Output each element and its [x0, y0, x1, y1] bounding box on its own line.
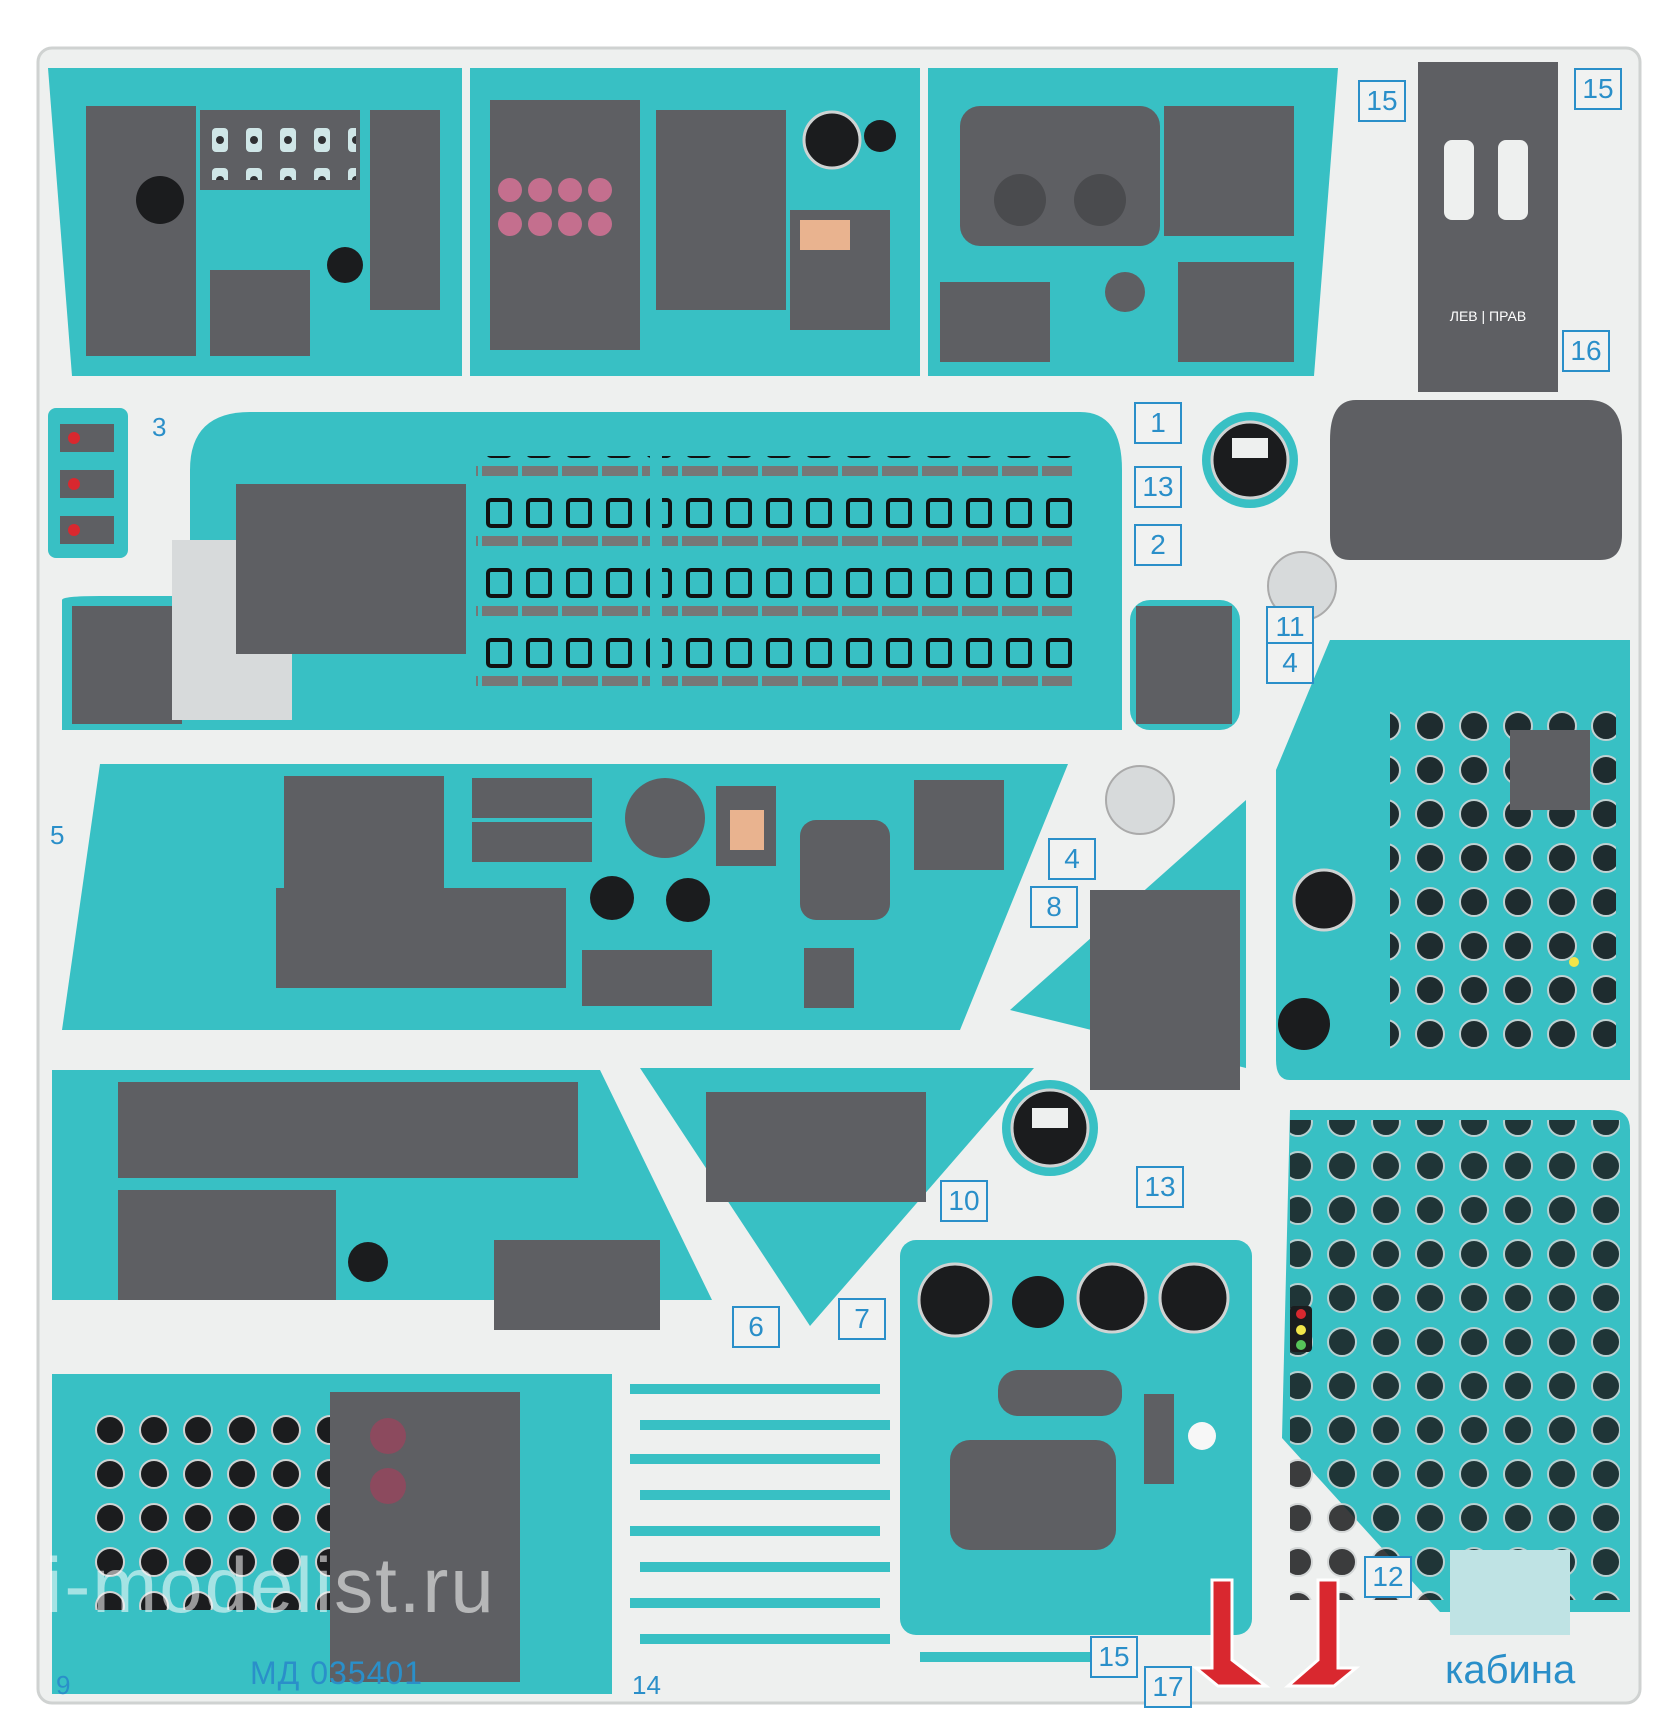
part-number-15b: 15 — [1574, 68, 1622, 110]
sheet-caption: кабина — [1445, 1648, 1576, 1692]
part-number-5: 5 — [50, 820, 65, 850]
color-swatch — [1450, 1550, 1570, 1635]
instrument-panel-right-upper — [1276, 640, 1630, 1080]
compass-10 — [1002, 1080, 1098, 1176]
panel-6-7 — [640, 1068, 1034, 1326]
part-number-4b: 4 — [1048, 838, 1096, 880]
red-parts — [1191, 1578, 1361, 1688]
part-number-15a: 15 — [1358, 80, 1406, 122]
top-panel-left — [48, 68, 462, 376]
top-panel-middle — [470, 68, 920, 376]
panel-5 — [62, 764, 1068, 1030]
placard-text: ЛЕВ | ПРАВ — [1449, 308, 1527, 324]
bezel-4b — [1105, 765, 1175, 835]
part-number-1: 1 — [1134, 402, 1182, 444]
part-number-16: 16 — [1562, 330, 1610, 372]
part-number-8: 8 — [1030, 886, 1078, 928]
part-number-6: 6 — [732, 1306, 780, 1348]
top-panel-right — [928, 68, 1338, 376]
part-number-3: 3 — [152, 412, 167, 442]
compass-1 — [1202, 412, 1298, 508]
part-number-7: 7 — [838, 1298, 886, 1340]
part-number-11: 11 — [1266, 606, 1314, 648]
part-number-13a: 13 — [1134, 466, 1182, 508]
part-number-2: 2 — [1134, 524, 1182, 566]
instrument-panel-center — [900, 1240, 1252, 1635]
part-number-10: 10 — [940, 1180, 988, 1222]
part-number-15c: 15 — [1090, 1636, 1138, 1678]
strip-parts — [630, 1384, 1110, 1662]
panel-8 — [1010, 800, 1246, 1090]
part-number-9: 9 — [56, 1670, 71, 1700]
overhead-console — [62, 412, 1240, 730]
panel-9 — [52, 1070, 712, 1330]
watermark: i-modelist.ru — [45, 1541, 496, 1629]
control-yoke-part — [1330, 62, 1622, 560]
part-number-13b: 13 — [1136, 1166, 1184, 1208]
part-3-lamps — [48, 408, 128, 558]
part-number-12: 12 — [1364, 1556, 1412, 1598]
part-number-14: 14 — [632, 1670, 661, 1700]
part-number-17: 17 — [1144, 1666, 1192, 1708]
instrument-panel-right-lower — [1282, 1110, 1630, 1612]
part-number-4a: 4 — [1266, 642, 1314, 684]
panel-14 — [52, 1374, 612, 1694]
product-code: МД 035401 — [250, 1655, 423, 1691]
